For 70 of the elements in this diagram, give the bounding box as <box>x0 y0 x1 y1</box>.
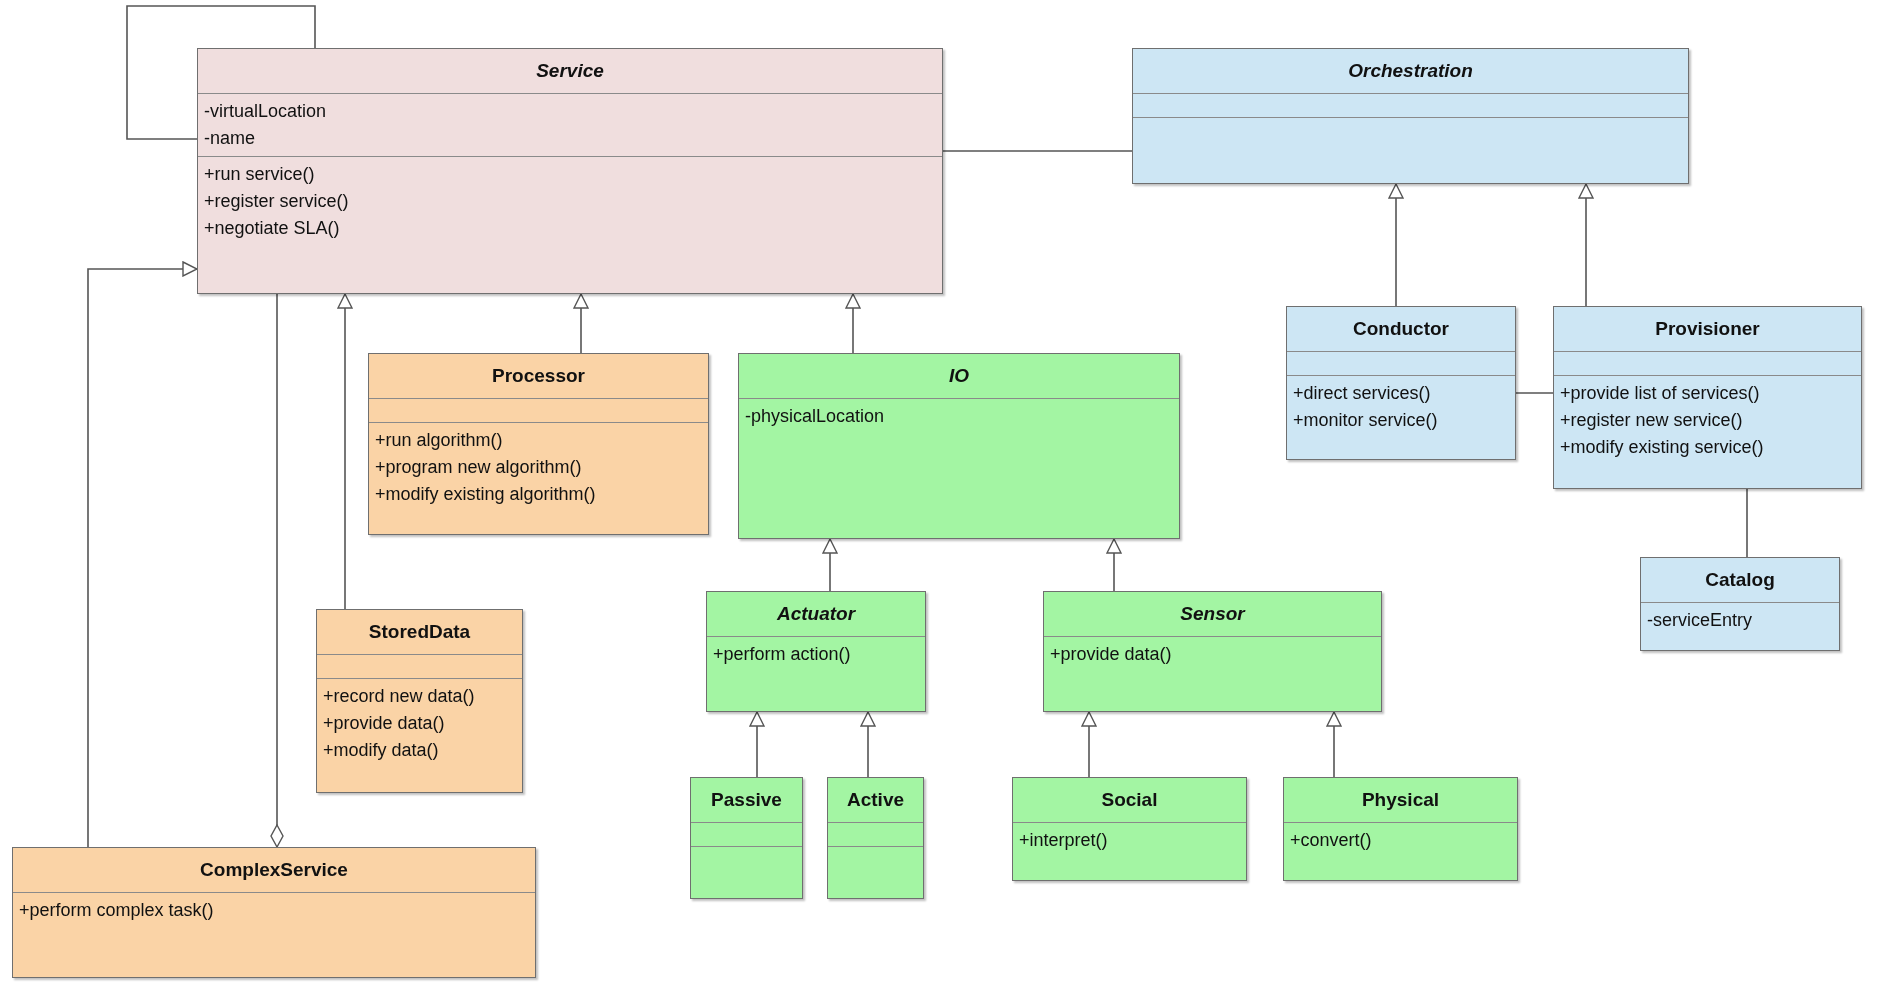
association-line <box>942 150 1133 152</box>
class-name: ComplexService <box>200 857 348 882</box>
class-box <box>1286 306 1516 460</box>
generalization-arrow <box>1578 183 1594 307</box>
class-operation: +monitor service() <box>1293 409 1439 432</box>
generalization-arrow <box>749 711 765 778</box>
class-name: Catalog <box>1705 567 1775 592</box>
class-box <box>1043 591 1382 712</box>
class-operation: +provide data() <box>323 712 446 735</box>
generalization-arrow <box>845 293 861 354</box>
class-box <box>1553 306 1862 489</box>
generalization-arrow <box>1106 538 1122 592</box>
generalization-arrow <box>1081 711 1097 778</box>
class-operation: +perform complex task() <box>19 899 215 922</box>
class-name: StoredData <box>368 619 471 644</box>
class-name: Social <box>1101 787 1158 812</box>
class-operation: +negotiate SLA() <box>204 217 341 240</box>
class-operation: +register service() <box>204 190 350 213</box>
class-operation: +run service() <box>204 163 316 186</box>
class-box <box>316 609 523 793</box>
class-operation: +provide data() <box>1050 643 1173 666</box>
class-box <box>827 777 924 899</box>
association-line <box>1515 392 1554 394</box>
class-operation: +modify data() <box>323 739 440 762</box>
class-operation: +perform action() <box>713 643 852 666</box>
generalization-arrow <box>860 711 876 778</box>
generalization-arrow <box>337 293 353 610</box>
class-name: Actuator <box>776 601 856 626</box>
association-line <box>1746 488 1748 558</box>
generalization-arrow <box>87 261 198 848</box>
class-box <box>12 847 536 978</box>
class-operation: +record new data() <box>323 685 476 708</box>
class-operation: +direct services() <box>1293 382 1432 405</box>
class-name: Orchestration <box>1348 58 1473 83</box>
class-operation: +convert() <box>1290 829 1373 852</box>
class-box <box>197 48 943 294</box>
class-name: IO <box>948 363 970 388</box>
class-attribute: -name <box>204 127 257 150</box>
class-box <box>738 353 1180 539</box>
association-line <box>126 5 316 140</box>
class-name: Processor <box>492 363 585 388</box>
class-name: Physical <box>1361 787 1440 812</box>
class-operation: +provide list of services() <box>1560 382 1761 405</box>
generalization-arrow <box>573 293 589 354</box>
class-operation: +interpret() <box>1019 829 1109 852</box>
class-box <box>1640 557 1840 651</box>
class-box <box>1012 777 1247 881</box>
class-operation: +modify existing algorithm() <box>375 483 597 506</box>
class-box <box>1283 777 1518 881</box>
class-operation: +program new algorithm() <box>375 456 583 479</box>
class-attribute: -physicalLocation <box>745 405 886 428</box>
generalization-arrow <box>1388 183 1404 307</box>
class-name: Provisioner <box>1655 316 1760 341</box>
class-box <box>368 353 709 535</box>
class-box <box>690 777 803 899</box>
class-operation: +run algorithm() <box>375 429 504 452</box>
class-operation: +modify existing service() <box>1560 436 1765 459</box>
class-attribute: -serviceEntry <box>1647 609 1754 632</box>
aggregation-line <box>270 293 284 848</box>
class-box <box>706 591 926 712</box>
class-name: Active <box>847 787 904 812</box>
class-box <box>1132 48 1689 184</box>
generalization-arrow <box>822 538 838 592</box>
class-name: Sensor <box>1180 601 1245 626</box>
generalization-arrow <box>1326 711 1342 778</box>
class-name: Conductor <box>1352 316 1449 341</box>
class-attribute: -virtualLocation <box>204 100 328 123</box>
class-operation: +register new service() <box>1560 409 1744 432</box>
class-name: Passive <box>711 787 782 812</box>
class-name: Service <box>536 58 604 83</box>
